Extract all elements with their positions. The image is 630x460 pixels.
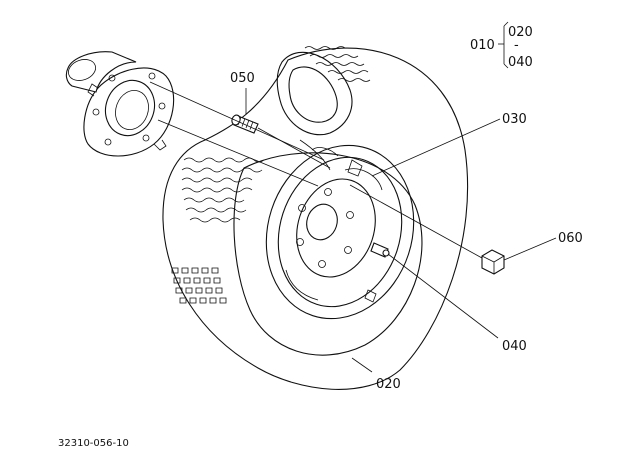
leader-lines (149, 21, 557, 373)
label-010: 010 (470, 38, 495, 53)
label-060: 060 (558, 231, 583, 246)
label-050: 050 (230, 71, 255, 86)
tread-top (304, 46, 371, 82)
tread-left (181, 157, 265, 223)
label-020-group: 020 (508, 25, 533, 40)
valve-stem (370, 242, 390, 258)
rim (265, 144, 415, 320)
wheel-nut (481, 249, 505, 275)
tread-bottom (171, 267, 227, 304)
label-040-group: 040 (508, 55, 533, 70)
label-separator: - (514, 38, 519, 53)
drawing-number: 32310-056-10 (58, 438, 129, 449)
callout-labels: 010 020 - 040 030 050 060 040 020 32310-… (58, 25, 583, 449)
label-030: 030 (502, 112, 527, 127)
wheel-stud (231, 114, 259, 134)
label-040: 040 (502, 339, 527, 354)
tire (162, 46, 469, 390)
hub (65, 51, 175, 157)
label-020: 020 (376, 377, 401, 392)
